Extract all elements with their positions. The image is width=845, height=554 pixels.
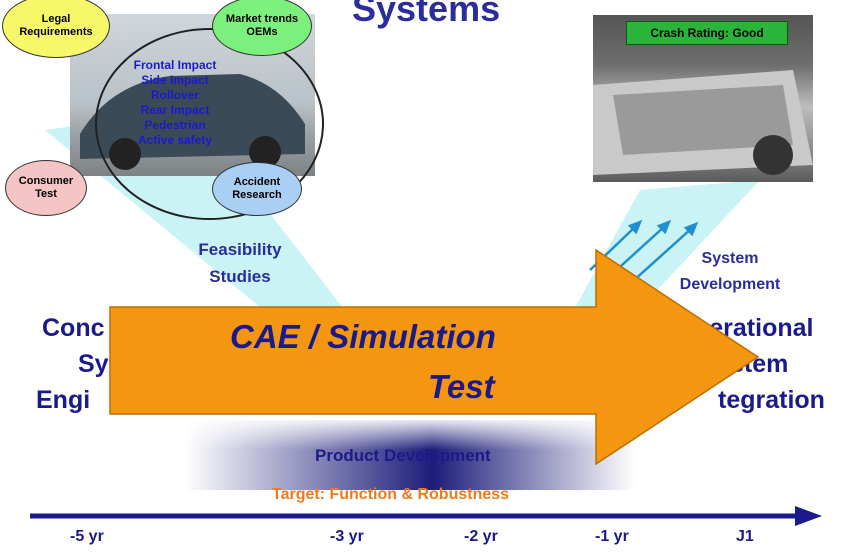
impact-list: Frontal Impact Side Impact Rollover Rear… <box>110 58 240 148</box>
target-label: Target: Function & Robustness <box>272 486 510 503</box>
timeline-label: -2 yr <box>464 528 498 545</box>
timeline-label: -5 yr <box>70 528 104 545</box>
consumer-bubble: Consumer Test <box>5 160 87 216</box>
right-line: tegration <box>718 386 825 414</box>
arrow-text-line2: Test <box>428 368 495 405</box>
impact-item: Rollover <box>150 88 199 102</box>
system-development-label: System Development <box>679 250 781 293</box>
timeline-label: -1 yr <box>595 528 629 545</box>
impact-item: Frontal Impact <box>133 58 217 72</box>
crash-rating-label: Crash Rating: Good <box>626 21 788 45</box>
arrow-text-line1: CAE / Simulation <box>230 318 496 355</box>
impact-item: Rear Impact <box>140 103 210 117</box>
product-development-label: Product Development <box>315 446 491 465</box>
timeline-label: J1 <box>736 528 754 545</box>
left-line: Engi <box>36 386 91 414</box>
feasibility-label: Feasibility Studies <box>198 240 282 286</box>
impact-item: Pedestrian <box>144 118 206 132</box>
impact-item: Side Impact <box>141 73 209 87</box>
impact-item: Active safety <box>137 133 213 147</box>
page-title: Systems <box>352 0 501 29</box>
left-phase-text: Conc Sy Engi <box>14 310 134 418</box>
left-line: Conc <box>42 314 105 342</box>
market-bubble: Market trends OEMs <box>212 0 312 56</box>
timeline-label: -3 yr <box>330 528 364 545</box>
accident-bubble: Accident Research <box>212 162 302 216</box>
left-line: Sy <box>78 350 109 378</box>
requirements-circle <box>95 28 324 220</box>
legal-bubble: Legal Requirements <box>2 0 110 58</box>
